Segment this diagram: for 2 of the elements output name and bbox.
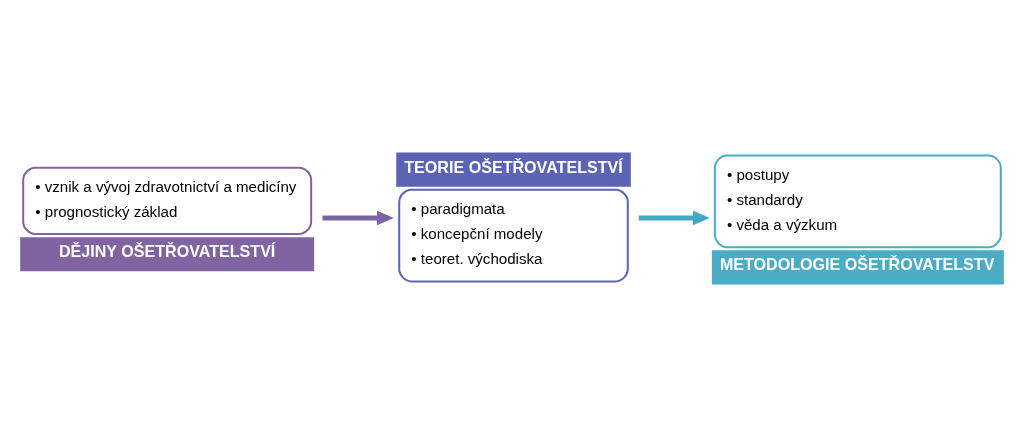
arrow [322,210,394,225]
arrow [638,210,710,225]
